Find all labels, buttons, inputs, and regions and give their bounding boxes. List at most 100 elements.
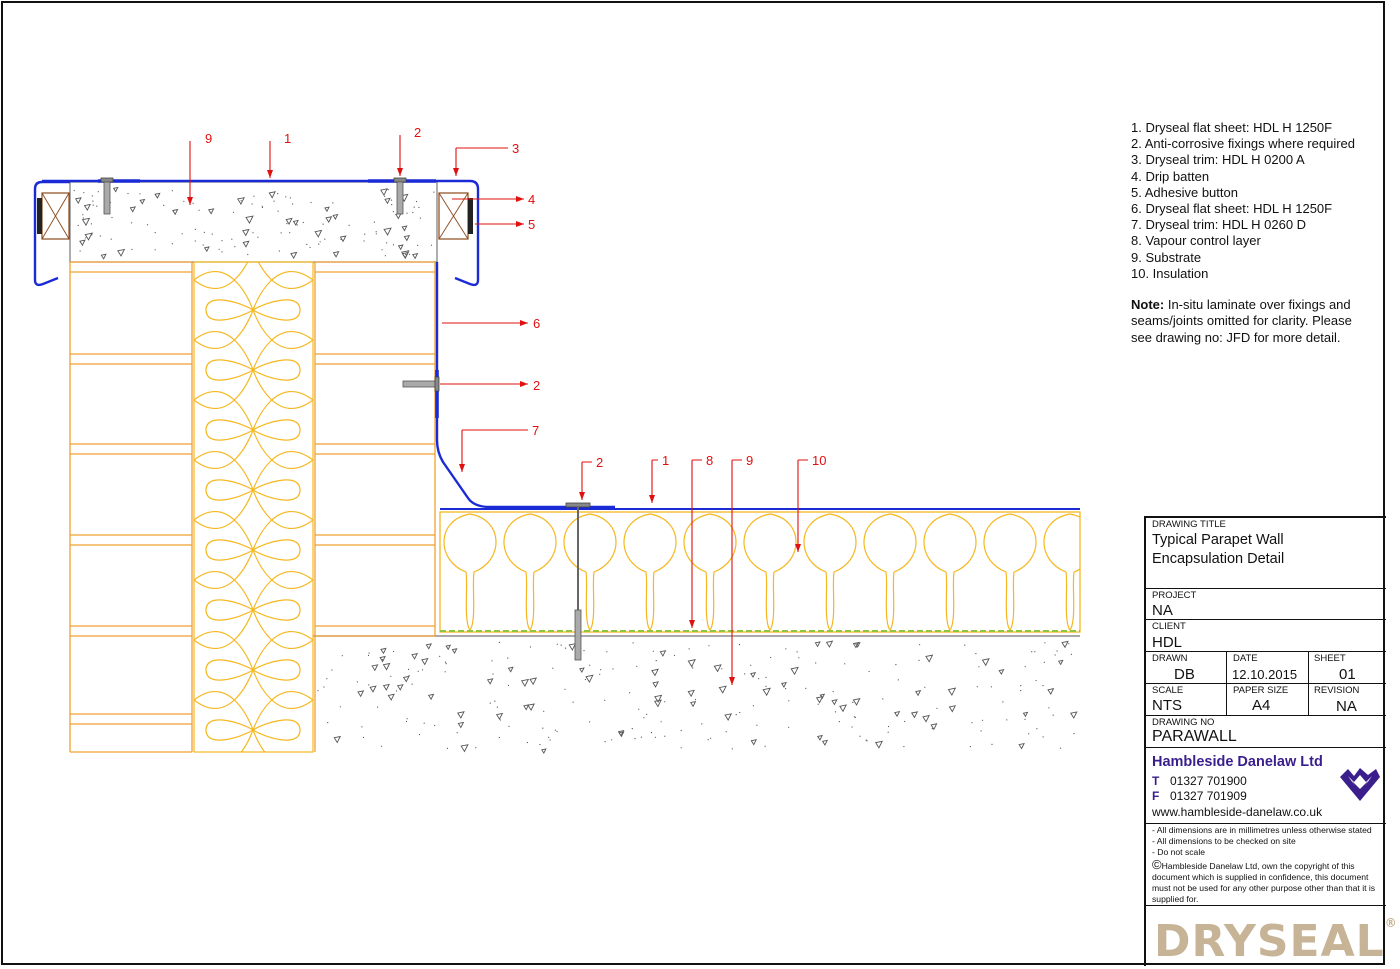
callout-8: 8 xyxy=(689,453,713,628)
sheet-label: SHEET xyxy=(1314,653,1346,664)
callout-2: 2 xyxy=(579,455,603,500)
client-label: CLIENT xyxy=(1152,621,1186,632)
roof-insulation xyxy=(439,511,1081,633)
project-label: PROJECT xyxy=(1152,590,1197,601)
callout-number: 8 xyxy=(706,453,713,468)
divider xyxy=(1146,683,1386,684)
dimension-note: - All dimensions are in millimetres unle… xyxy=(1152,825,1372,835)
hambleside-logo-icon xyxy=(1340,768,1380,801)
note-label: Note: xyxy=(1131,297,1165,312)
wall-insulation xyxy=(193,261,314,753)
drawn-value: DB xyxy=(1174,666,1195,683)
callout-number: 6 xyxy=(533,316,540,331)
fixing-coping-left xyxy=(100,177,114,215)
callout-number: 4 xyxy=(528,192,535,207)
date-value: 12.10.2015 xyxy=(1232,667,1298,682)
revision-value: NA xyxy=(1336,698,1357,715)
callout-1: 1 xyxy=(267,131,291,178)
callout-9: 9 xyxy=(187,131,212,205)
callout-number: 9 xyxy=(205,131,212,146)
date-label: DATE xyxy=(1233,653,1258,664)
divider xyxy=(1146,619,1386,620)
drawing-title-label: DRAWING TITLE xyxy=(1152,519,1226,530)
website-link[interactable]: www.hambleside-danelaw.co.uk xyxy=(1152,805,1323,819)
legend-item: 2. Anti-corrosive fixings where required xyxy=(1131,136,1355,152)
fixing-upstand xyxy=(402,376,440,392)
callout-9: 9 xyxy=(729,453,753,685)
coping-trim-left xyxy=(33,180,70,287)
drawing-no-value: PARAWALL xyxy=(1152,728,1237,745)
divider xyxy=(1146,588,1386,589)
legend-item: 4. Drip batten xyxy=(1131,168,1210,184)
fax-label: F xyxy=(1152,789,1160,803)
callout-1: 1 xyxy=(649,453,669,503)
legend-item: 8. Vapour control layer xyxy=(1131,233,1261,249)
callout-number: 2 xyxy=(533,378,540,393)
callout-number: 2 xyxy=(414,125,421,140)
sheet-value: 01 xyxy=(1339,666,1356,683)
callout-number: 7 xyxy=(532,423,539,438)
callout-3: 3 xyxy=(453,141,519,176)
callout-7: 7 xyxy=(459,423,539,472)
callout-10: 10 xyxy=(795,453,826,552)
drawing-title-line1: Typical Parapet Wall xyxy=(1152,532,1284,548)
divider xyxy=(1226,651,1227,715)
upstand-flat-sheet xyxy=(435,262,615,509)
legend-item: 3. Dryseal trim: HDL H 0200 A xyxy=(1131,152,1305,168)
scale-value: NTS xyxy=(1152,697,1182,714)
fax: F 01327 701909 xyxy=(1152,789,1247,803)
brand-wordmark: DRYSEAL xyxy=(1154,916,1385,967)
revision-label: REVISION xyxy=(1314,685,1360,696)
note-text: In-situ laminate over fixings and seams/… xyxy=(1131,297,1352,345)
company-name: Hambleside Danelaw Ltd xyxy=(1152,754,1323,770)
copyright-notice: ©Hambleside Danelaw Ltd, own the copyrig… xyxy=(1152,857,1384,905)
paper-size-label: PAPER SIZE xyxy=(1233,685,1289,696)
callout-5: 5 xyxy=(475,217,535,232)
legend-item: 1. Dryseal flat sheet: HDL H 1250F xyxy=(1131,120,1333,135)
callout-number: 1 xyxy=(284,131,291,146)
legend-item: 10. Insulation xyxy=(1131,265,1209,281)
callout-number: 9 xyxy=(746,453,753,468)
title-block: DRAWING TITLE Typical Parapet Wall Encap… xyxy=(1144,516,1397,967)
fixing-roof xyxy=(565,502,591,661)
telephone-label: T xyxy=(1152,774,1160,788)
callout-4: 4 xyxy=(452,192,535,207)
divider xyxy=(1146,823,1386,824)
divider xyxy=(1146,651,1386,652)
coping-substrate xyxy=(69,181,438,263)
callout-group: 9 1 2 3 4 5 6 2 7 2 1 8 9 10 xyxy=(187,125,826,685)
dimension-note: - Do not scale xyxy=(1152,847,1206,857)
callout-number: 2 xyxy=(596,455,603,470)
scale-label: SCALE xyxy=(1152,685,1184,696)
callout-number: 1 xyxy=(662,453,669,468)
divider xyxy=(1146,715,1386,716)
legend-item: 5. Adhesive button xyxy=(1131,184,1238,200)
legend-list: 1. Dryseal flat sheet: HDL H 1250F 2. An… xyxy=(1131,120,1355,282)
copyright-text: Hambleside Danelaw Ltd, own the copyrigh… xyxy=(1152,861,1376,904)
drawing-no-label: DRAWING NO xyxy=(1152,717,1215,728)
callout-number: 5 xyxy=(528,217,535,232)
dimension-notes: - All dimensions are in millimetres unle… xyxy=(1152,825,1384,905)
drawing-title-line2: Encapsulation Detail xyxy=(1152,551,1285,567)
dimension-note: - All dimensions to be checked on site xyxy=(1152,836,1296,846)
drawing-note: Note: In-situ laminate over fixings and … xyxy=(1131,297,1371,346)
copyright-icon: © xyxy=(1152,857,1162,872)
callout-2: 2 xyxy=(397,125,421,176)
parapet-detail-drawing: 9 1 2 3 4 5 6 2 7 2 1 8 9 10 xyxy=(33,125,1081,755)
callout-number: 3 xyxy=(512,141,519,156)
paper-size-value: A4 xyxy=(1252,697,1271,714)
drip-batten-right xyxy=(438,192,473,240)
roof-substrate xyxy=(313,635,1080,755)
callout-2: 2 xyxy=(440,378,540,393)
divider xyxy=(1146,905,1386,906)
dryseal-brand-logo: DRYSEAL® xyxy=(1154,916,1398,967)
fax-value: 01327 701909 xyxy=(1170,789,1247,803)
coping-trim-right xyxy=(454,179,480,287)
brand-registered-mark: ® xyxy=(1384,916,1398,930)
fixing-coping-right xyxy=(393,177,407,215)
drip-batten-left xyxy=(37,192,70,240)
callout-number: 10 xyxy=(812,453,826,468)
